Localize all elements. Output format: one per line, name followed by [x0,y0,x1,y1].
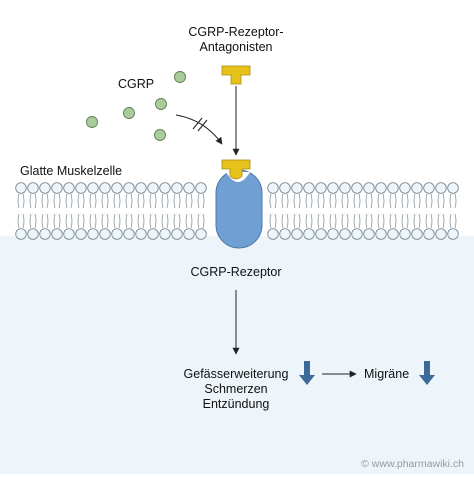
lipid-head [315,182,327,194]
effect-pain: Schmerzen [204,382,268,396]
cell-membrane [15,182,459,240]
effect-inflammation: Entzündung [202,397,270,411]
antagonist-label-line2: Antagonisten [199,40,273,54]
cgrp-molecules [86,71,186,141]
lipid-head [291,182,303,194]
lipid-head [387,182,399,194]
cgrp-label: CGRP [118,77,155,91]
lipid-head [339,228,351,240]
lipid-head [111,228,123,240]
lipid-head [399,182,411,194]
lipid-head [351,182,363,194]
down-arrow-icon [419,361,435,385]
lipid-head [39,228,51,240]
lipid-head [171,182,183,194]
lipid-head [423,182,435,194]
lipid-head [147,228,159,240]
effect-vasodilation: Gefässerweiterung [183,367,289,381]
lipid-head [15,182,27,194]
lipid-head [39,182,51,194]
lipid-head [111,182,123,194]
lipid-head [447,228,459,240]
lipid-head [291,228,303,240]
lipid-head [27,228,39,240]
cgrp-molecule-icon [86,116,98,128]
lipid-head [327,182,339,194]
lipid-head [63,182,75,194]
lipid-head [411,182,423,194]
lipid-head [315,228,327,240]
lipid-head [171,228,183,240]
lipid-head [387,228,399,240]
lipid-head [123,228,135,240]
lipid-head [75,182,87,194]
outcome-label: Migräne [364,367,410,381]
lipid-head [423,228,435,240]
lipid-head [159,228,171,240]
cgrp-receptor-icon [215,169,263,249]
bound-antagonist-icon [221,159,251,180]
lipid-head [87,182,99,194]
cgrp-molecule-icon [123,107,135,119]
lipid-head [363,182,375,194]
lipid-head [99,182,111,194]
lipid-head [279,182,291,194]
cell-label: Glatte Muskelzelle [20,164,123,178]
lipid-head [183,228,195,240]
cgrp-molecule-icon [155,98,167,110]
lipid-head [411,228,423,240]
lipid-head [375,182,387,194]
lipid-head [435,182,447,194]
double-slash-block-icon [192,117,208,132]
lipid-head [75,228,87,240]
copyright-text: © www.pharmawiki.ch [361,458,464,470]
antagonist-label-line1: CGRP-Rezeptor- [188,25,284,39]
cgrp-to-receptor-arrow [175,114,223,145]
lipid-head [195,228,207,240]
antagonist-molecule-icon [221,65,251,85]
lipid-head [279,228,291,240]
lipid-head [267,182,279,194]
receptor-label: CGRP-Rezeptor [190,265,282,279]
lipid-head [435,228,447,240]
lipid-head [159,182,171,194]
lipid-head [147,182,159,194]
lipid-head [339,182,351,194]
lipid-head [267,228,279,240]
antagonist-label: CGRP-Rezeptor- Antagonisten [166,25,306,55]
cgrp-molecule-icon [154,129,166,141]
lipid-head [363,228,375,240]
lipid-head [87,228,99,240]
lipid-head [99,228,111,240]
lipid-head [351,228,363,240]
cgrp-molecule-icon [174,71,186,83]
effects-label: Gefässerweiterung Schmerzen Entzündung [166,367,306,412]
lipid-head [327,228,339,240]
lipid-head [303,228,315,240]
lipid-head [15,228,27,240]
lipid-head [135,182,147,194]
lipid-head [123,182,135,194]
lipid-head [27,182,39,194]
lipid-head [51,228,63,240]
lipid-head [375,228,387,240]
lipid-head [195,182,207,194]
lipid-head [51,182,63,194]
lipid-head [63,228,75,240]
lipid-head [135,228,147,240]
cytoplasm-area [0,236,474,474]
lipid-head [447,182,459,194]
lipid-head [303,182,315,194]
lipid-head [399,228,411,240]
lipid-head [183,182,195,194]
down-arrow-icon [299,361,315,385]
